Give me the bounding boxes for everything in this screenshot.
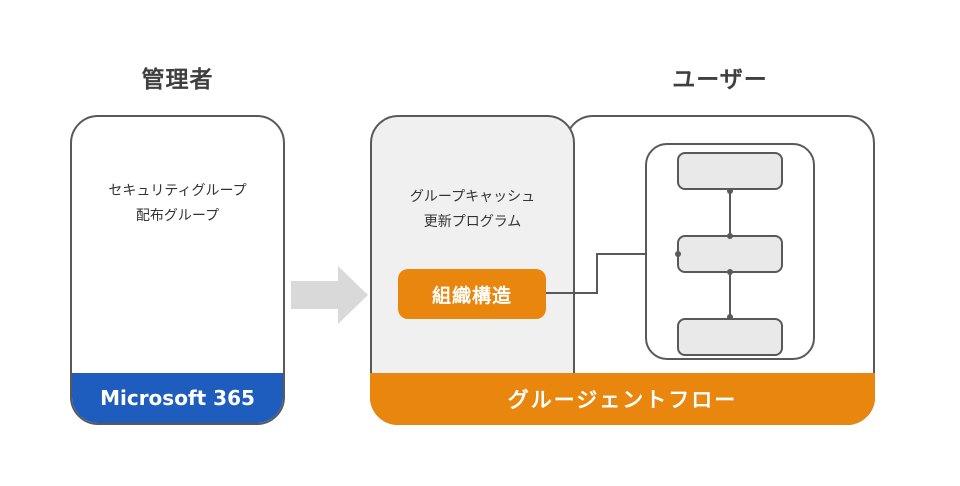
cache-panel-label: グループキャッシュ 更新プログラム	[372, 185, 573, 234]
node-connector-1	[729, 190, 731, 236]
admin-panel: セキュリティグループ 配布グループ Microsoft 365	[70, 115, 285, 425]
admin-panel-line1: セキュリティグループ	[108, 183, 247, 199]
flow-node-bottom	[677, 318, 783, 356]
connector-segment-h1	[546, 292, 598, 294]
node-connector-2	[729, 272, 731, 319]
flow-node-middle	[677, 235, 783, 273]
connector-dot-3	[727, 269, 733, 275]
connector-dot-1	[727, 188, 733, 194]
admin-panel-label: セキュリティグループ 配布グループ	[72, 179, 283, 228]
connector-dot-5	[675, 251, 681, 257]
flow-arrow-icon	[291, 266, 368, 324]
connector-segment-v	[596, 253, 598, 294]
arrow-head	[338, 266, 368, 324]
org-structure-box: 組織構造	[398, 269, 546, 319]
gluegent-flow-banner: グルージェントフロー	[370, 373, 875, 425]
microsoft365-banner: Microsoft 365	[72, 373, 283, 423]
connector-segment-h2	[596, 253, 679, 255]
flow-node-top	[677, 152, 783, 190]
admin-heading: 管理者	[141, 67, 214, 93]
admin-panel-line2: 配布グループ	[135, 207, 220, 224]
arrow-tail	[291, 281, 338, 309]
cache-panel-line1: グループキャッシュ	[409, 189, 536, 205]
cache-panel-line2: 更新プログラム	[423, 213, 522, 230]
connector-dot-2	[727, 233, 733, 239]
user-heading: ユーザー	[672, 67, 768, 93]
connector-dot-4	[727, 314, 733, 320]
